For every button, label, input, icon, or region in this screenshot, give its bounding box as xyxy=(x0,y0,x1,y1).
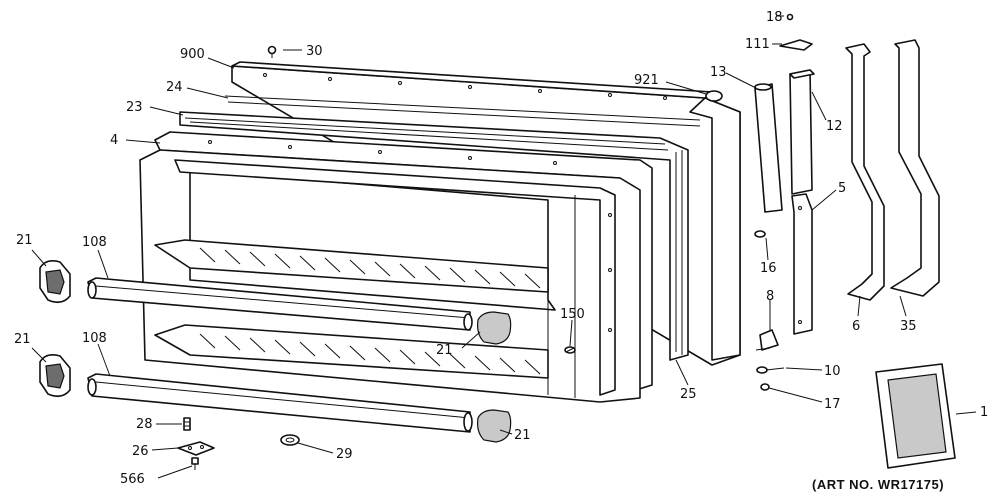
callout-566: 566 xyxy=(120,472,145,487)
callout-18: 18 xyxy=(766,10,783,25)
callout-23: 23 xyxy=(126,100,143,115)
callout-16: 16 xyxy=(760,261,777,276)
end-cap-21-right-top xyxy=(477,311,512,345)
handle-trim-13 xyxy=(754,83,783,213)
callout-111: 111 xyxy=(745,37,770,52)
callout-1: 1 xyxy=(980,405,988,420)
callout-8: 8 xyxy=(766,289,774,304)
callout-900: 900 xyxy=(180,47,205,62)
callout-30: 30 xyxy=(306,44,323,59)
plug-921 xyxy=(705,90,723,102)
bushing-150 xyxy=(564,346,576,354)
callout-108-b: 108 xyxy=(82,331,107,346)
callout-10: 10 xyxy=(824,364,841,379)
door-gasket xyxy=(179,95,701,361)
clip-8 xyxy=(755,329,779,351)
lower-shelf xyxy=(154,324,549,379)
callout-25: 25 xyxy=(680,387,697,402)
end-cap-21-left-top xyxy=(39,260,71,304)
callout-5: 5 xyxy=(838,181,846,196)
instruction-book-1 xyxy=(875,363,956,469)
callout-28: 28 xyxy=(136,417,153,432)
shelf-bar-lower xyxy=(87,373,473,433)
screw-28 xyxy=(183,417,191,431)
upper-shelf xyxy=(154,239,549,293)
callout-24: 24 xyxy=(166,80,183,95)
callout-35: 35 xyxy=(900,319,917,334)
clip-16 xyxy=(754,230,766,238)
handle-12 xyxy=(789,69,815,195)
callout-21-d: 21 xyxy=(514,428,531,443)
washer-29 xyxy=(280,434,300,446)
callout-29: 29 xyxy=(336,447,353,462)
leader-lines xyxy=(31,15,977,479)
hinge-plate-26 xyxy=(177,441,215,456)
handle-35 xyxy=(890,39,940,297)
handle-bracket-5 xyxy=(791,193,813,335)
callout-21-c: 21 xyxy=(436,343,453,358)
callout-6: 6 xyxy=(852,319,860,334)
callout-921: 921 xyxy=(634,73,659,88)
screw-566 xyxy=(191,457,199,470)
screw-10 xyxy=(756,366,785,374)
handle-6 xyxy=(845,43,885,301)
callout-26: 26 xyxy=(132,444,149,459)
callout-21-b: 21 xyxy=(14,332,31,347)
callout-108-a: 108 xyxy=(82,235,107,250)
handle-end-cap-18 xyxy=(786,13,794,21)
washer-17 xyxy=(760,383,770,391)
art-number: (ART NO. WR17175) xyxy=(812,477,944,492)
end-cap-21-left-bottom xyxy=(39,354,71,398)
callout-13: 13 xyxy=(710,65,727,80)
callout-17: 17 xyxy=(824,397,841,412)
callout-labels: 900 30 24 23 4 921 18 111 13 12 5 16 8 6… xyxy=(14,10,988,487)
callout-4: 4 xyxy=(110,133,118,148)
handle-cap-111 xyxy=(779,39,813,51)
callout-150: 150 xyxy=(560,307,585,322)
screw-30 xyxy=(267,45,277,58)
end-cap-21-right-bottom xyxy=(477,409,512,443)
callout-12: 12 xyxy=(826,119,843,134)
callout-21-a: 21 xyxy=(16,233,33,248)
shelf-bar-upper xyxy=(87,277,473,331)
